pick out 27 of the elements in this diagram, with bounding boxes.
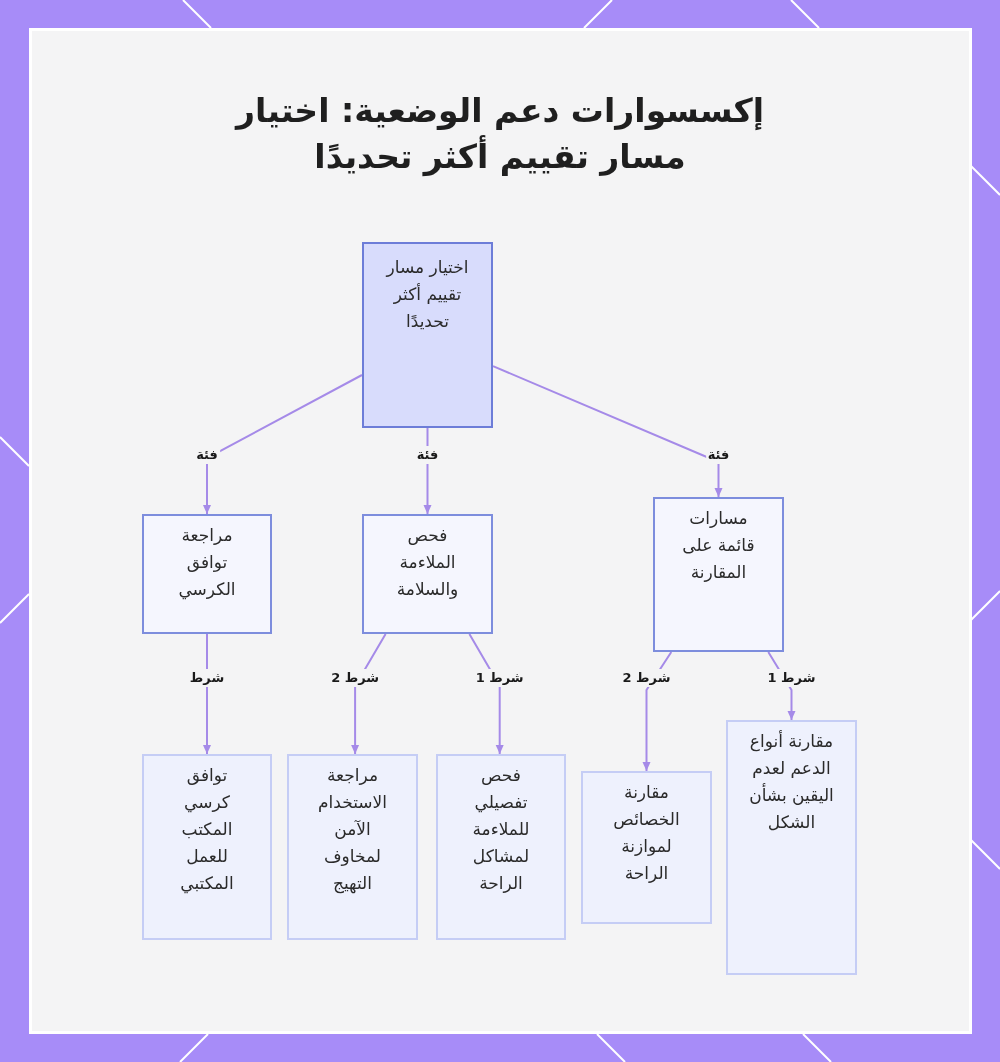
process-box [362,242,493,428]
node-label: مسارات قائمة على المقارنة [681,507,756,584]
node-label: مراجعة الاستخدام الآمن لمخاوف التهيج [317,764,388,896]
process-box [726,720,857,975]
process-box [653,497,784,652]
process-box [142,754,272,940]
edge-label: شرط 2 [620,669,673,687]
node-label: فحص تفصيلي للملاءمة لمشاكل الراحة [471,764,531,895]
process-box [142,514,272,634]
connector-arrow [203,374,363,515]
edge-label: شرط [187,669,227,687]
process-box [581,771,712,924]
node-label: فحص الملاءمة والسلامة [395,524,460,601]
connector-arrow [642,651,673,772]
node-label: توافق كرسي المكتب للعمل المكتبي [179,764,235,896]
process-box [362,514,493,634]
node-label: مقارنة الخصائص لموازنة الراحة [612,781,681,885]
node-label: اختيار مسار تقييم أكثر تحديدًا [384,256,470,333]
node-label: مقارنة أنواع الدعم لعدم اليقين بشأن الشكل [748,729,835,834]
edge-label: شرط 1 [765,669,818,687]
title: إكسسوارات دعم الوضعية: اختيار مسار تقييم أكثر تحديدًا [233,90,765,179]
connector-arrow [492,365,723,498]
process-box [287,754,418,940]
connector-arrow [203,633,211,755]
process-box [436,754,566,940]
node-label: مراجعة توافق الكرسي [177,524,237,602]
edge-label: فئة [414,446,441,464]
